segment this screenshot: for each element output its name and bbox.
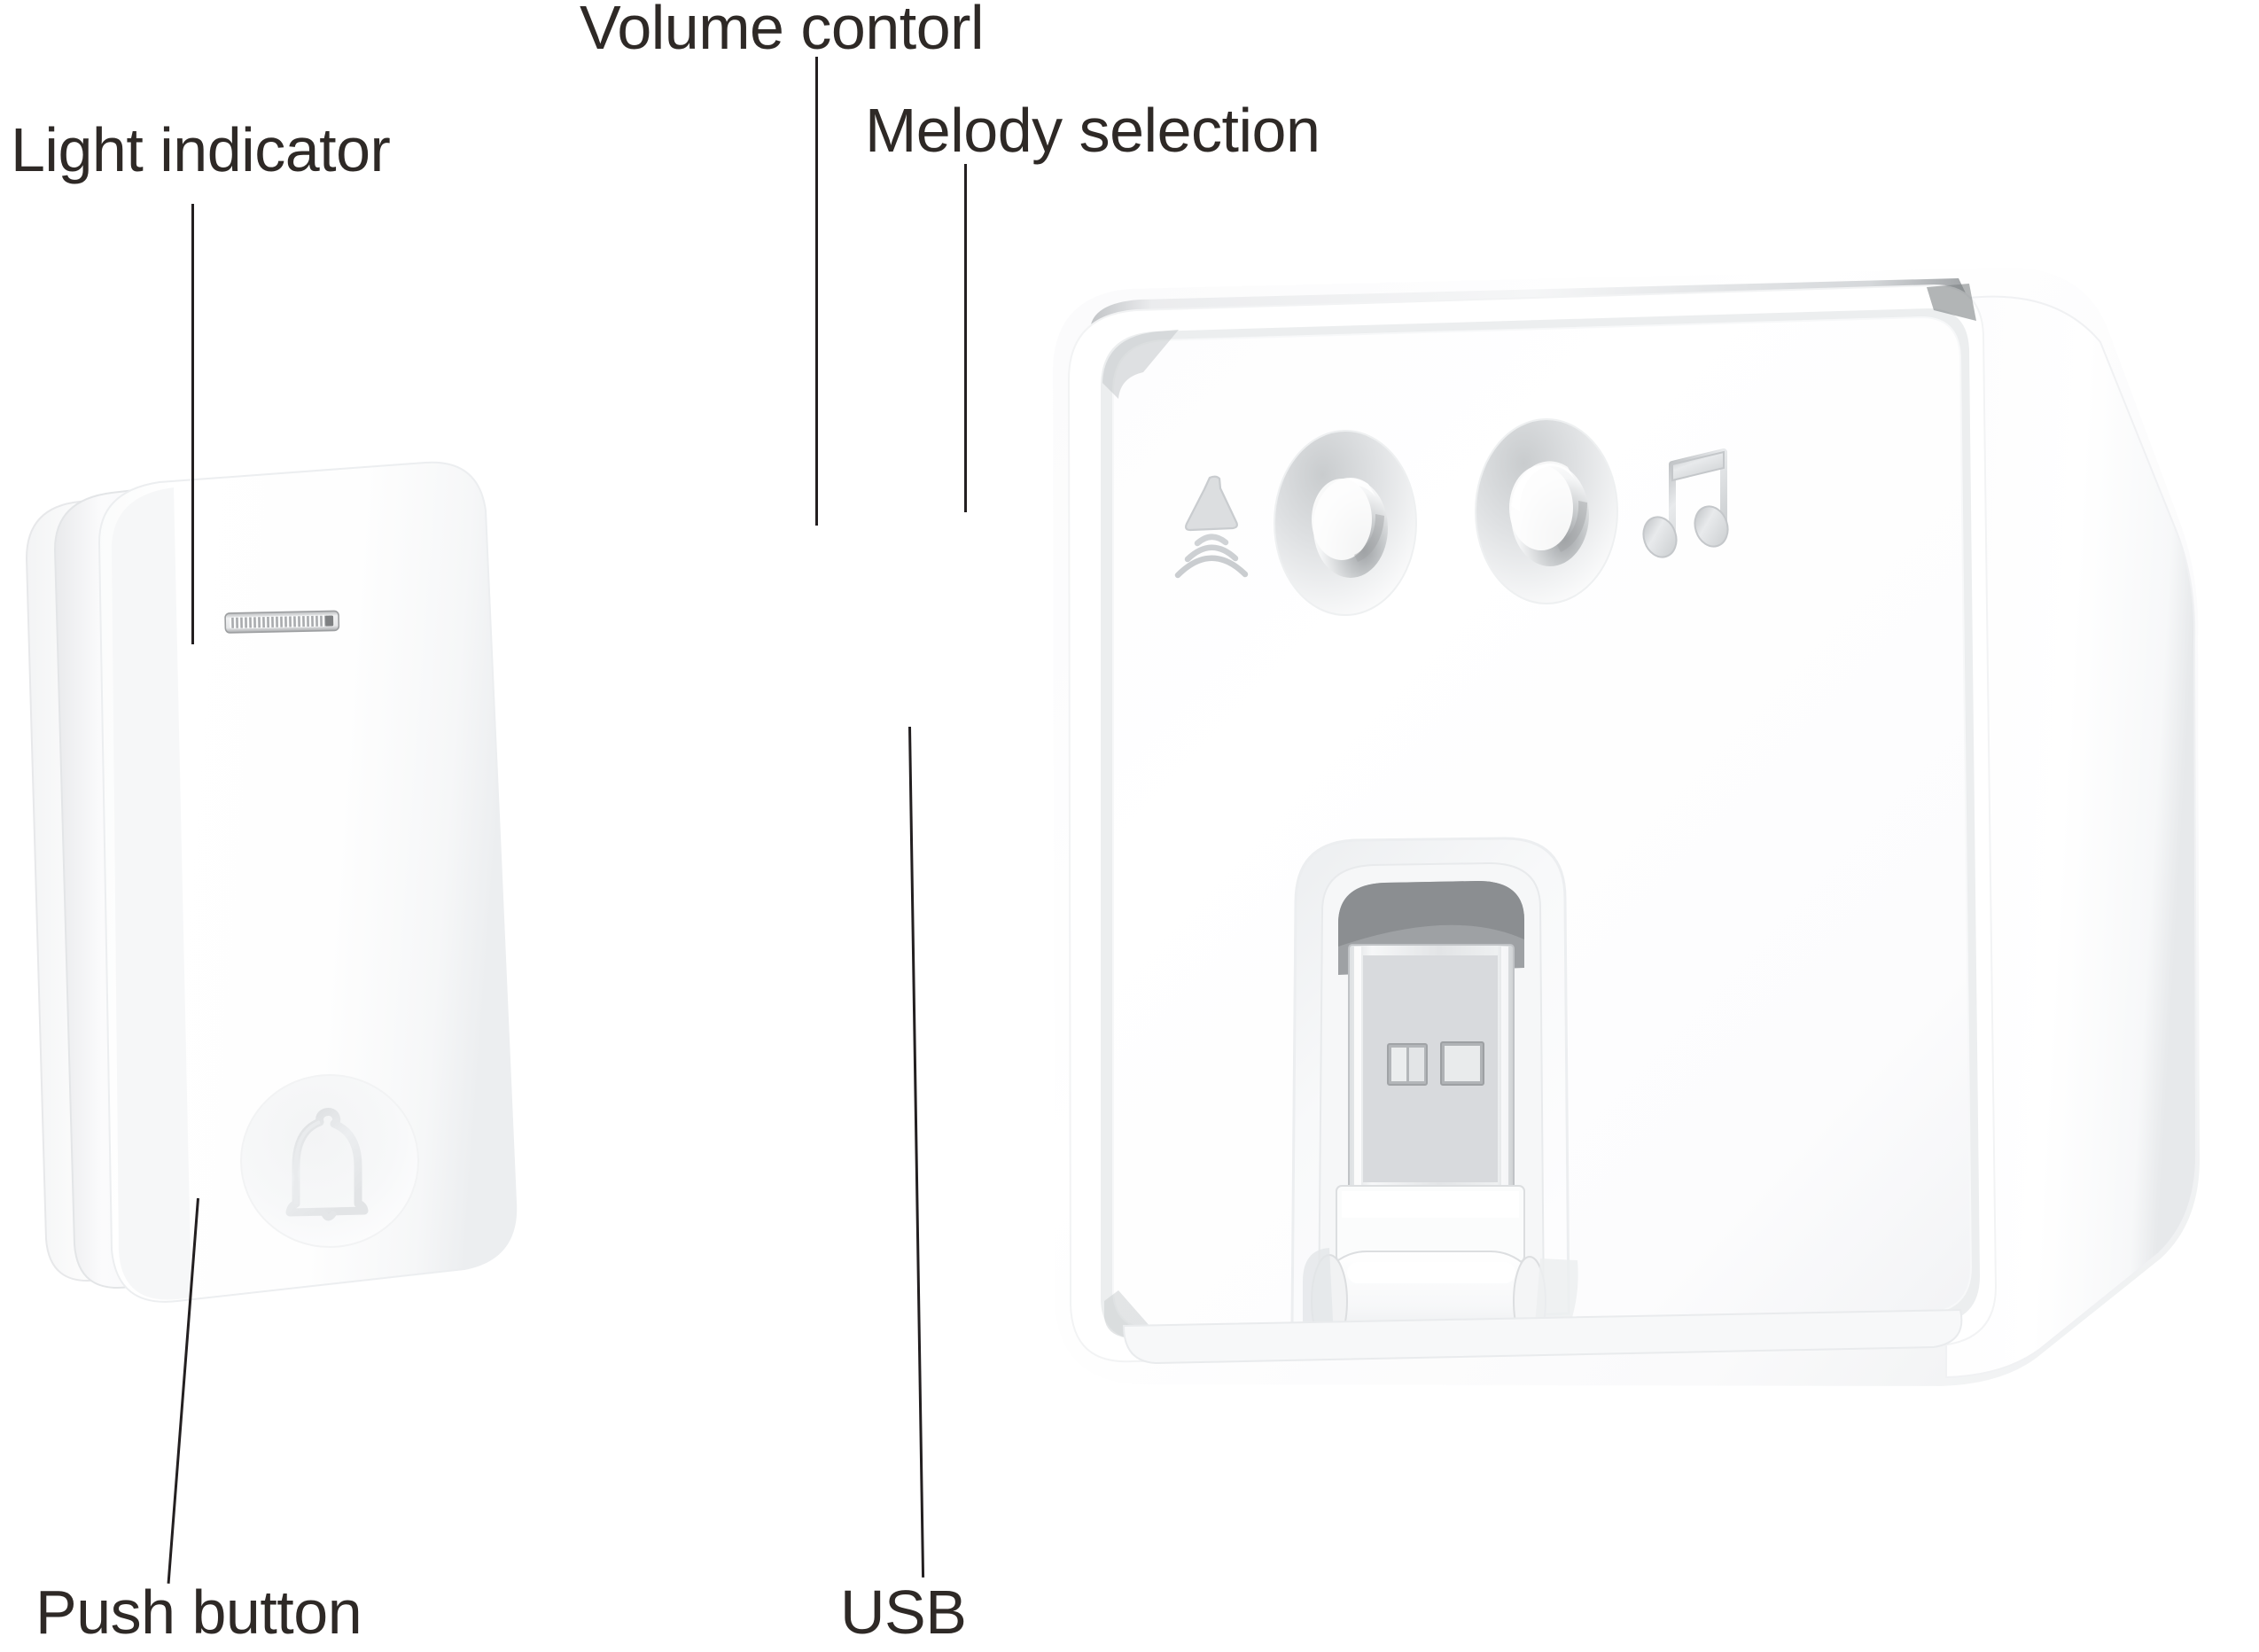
volume-control-button[interactable] [1274,430,1417,616]
leader-line-volume-control [815,57,818,526]
bell-icon [285,1108,369,1221]
receiver-corner-bevel-right [1927,284,1976,321]
push-button-device [25,461,518,1303]
receiver-corner-bevel [1102,330,1179,399]
receiver-bottom-lip [1122,1308,1963,1365]
receiver-right-side [1944,295,2198,1379]
receiver-device [1053,267,2201,1386]
leader-line-melody-selection [964,164,967,512]
music-note-icon [1642,448,1729,558]
melody-selection-button[interactable] [1475,418,1618,604]
led-indicator-slot-icon [224,610,340,634]
label-light-indicator: Light indicator [11,115,391,184]
label-melody-selection: Melody selection [865,96,1320,165]
push-button-pad[interactable] [241,1075,418,1247]
speaker-waves-icon [1174,475,1249,579]
label-usb: USB [840,1578,967,1647]
label-push-button: Push button [35,1578,362,1647]
push-button-edge-highlight [112,487,191,1300]
label-volume-control: Volume contorl [580,0,985,62]
leader-line-usb [908,726,925,1578]
push-button-front-shell [97,461,518,1303]
leader-line-light-indicator [191,204,194,644]
